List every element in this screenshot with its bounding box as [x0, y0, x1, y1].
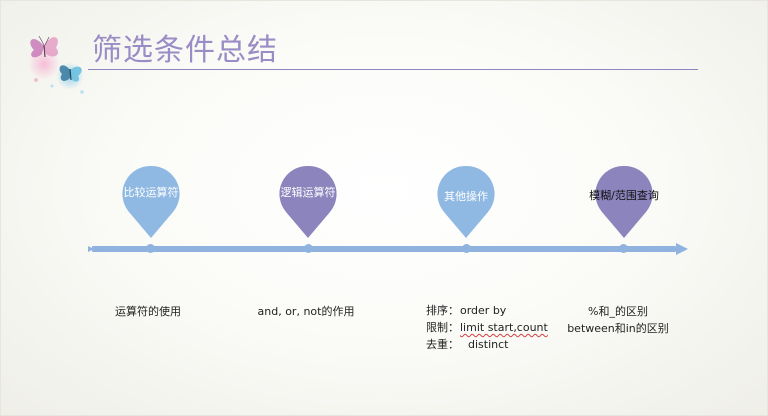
- timeline-marker-1[interactable]: 比较运算符: [121, 164, 181, 240]
- description-row: 排序：order by: [426, 302, 548, 319]
- timeline-marker-2[interactable]: 逻辑运算符: [278, 164, 338, 240]
- timeline-marker-4[interactable]: 模糊/范围查询: [589, 164, 659, 240]
- description-key: 限制：: [426, 321, 459, 334]
- description-key: 排序：: [426, 304, 459, 317]
- arrow-head-icon: [676, 243, 688, 255]
- timeline-dot: [304, 244, 313, 253]
- timeline-tail: [88, 246, 94, 252]
- description-2: and, or, not的作用: [257, 305, 355, 318]
- description-value: order by: [460, 304, 507, 317]
- timeline-dot: [619, 244, 628, 253]
- map-pin-icon: [279, 165, 337, 238]
- map-pin-icon: [595, 165, 653, 238]
- description-1: 运算符的使用: [115, 305, 181, 318]
- title-underline: [88, 69, 698, 70]
- timeline-arrow: [88, 243, 690, 257]
- map-pin-icon: [122, 165, 180, 238]
- timeline-bar: [92, 246, 676, 252]
- description-row: 去重： distinct: [426, 336, 548, 353]
- description-row: between和in的区别: [567, 322, 669, 335]
- butterfly-icon: [22, 24, 94, 100]
- description-key: 去重：: [426, 338, 459, 351]
- description-row: %和_的区别: [588, 305, 648, 318]
- map-pin-icon: [437, 165, 495, 238]
- description-3: 排序：order by 限制：limit start,count 去重： dist…: [426, 302, 548, 353]
- page-title: 筛选条件总结: [92, 33, 278, 68]
- timeline-marker-3[interactable]: 其他操作: [436, 164, 496, 240]
- description-value: distinct: [468, 338, 509, 351]
- marker-label: 模糊/范围查询: [589, 189, 659, 202]
- timeline-dot: [462, 244, 471, 253]
- description-4: %和_的区别 between和in的区别: [556, 303, 680, 337]
- marker-label: 逻辑运算符: [280, 186, 336, 199]
- description-value: limit start,count: [460, 321, 548, 334]
- timeline-dot: [146, 244, 155, 253]
- marker-label: 比较运算符: [123, 186, 179, 199]
- marker-label: 其他操作: [444, 190, 488, 203]
- description-row: 限制：limit start,count: [426, 319, 548, 336]
